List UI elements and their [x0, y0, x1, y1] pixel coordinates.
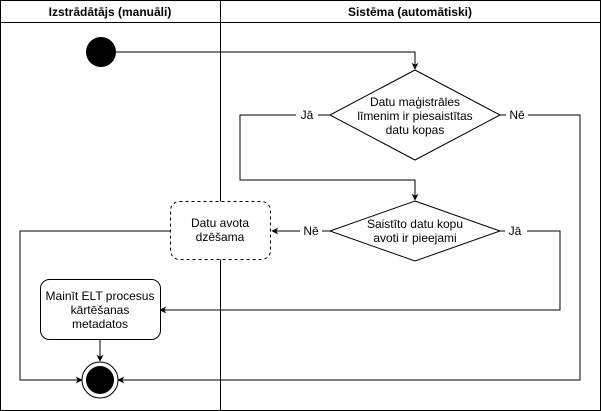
lane-title-developer: Izstrādātājs (manuāli): [49, 5, 172, 19]
edge-label-d2-no: Nē: [303, 224, 319, 238]
edge-decision2-yes: [159, 230, 561, 314]
delete-source-line1: Datu avota: [191, 216, 249, 230]
lane-title-system: Sistēma (automātiski): [348, 5, 472, 19]
edge-label-d1-yes: Jā: [301, 108, 314, 122]
edge-decision1-no: [117, 114, 581, 384]
decision-sources-available: [328, 200, 502, 262]
change-elt-line3: metadatos: [72, 317, 128, 331]
change-elt-line2: kārtēšanas: [71, 303, 130, 317]
edge-delete-to-end: [19, 230, 170, 384]
edges: [19, 51, 581, 384]
edge-label-d1-no: Nē: [509, 108, 525, 122]
decision-pipeline-datasets: [328, 69, 502, 161]
end-node: [81, 361, 119, 399]
change-elt-line1: Mainīt ELT procesus: [46, 289, 155, 303]
edge-decision1-yes: [239, 114, 419, 201]
action-change-elt: [40, 279, 161, 340]
edge-start-to-decision1: [116, 51, 419, 70]
decision1-line2: līmenim ir piesaistītas: [357, 109, 472, 123]
start-node: [86, 37, 116, 67]
decision2-line2: avoti ir pieejami: [373, 231, 456, 245]
decision1-line1: Datu maģistrāles: [370, 95, 460, 109]
edge-label-d2-yes: Jā: [509, 224, 522, 238]
action-delete-source: [170, 201, 271, 260]
decision1-line3: datu kopas: [386, 123, 445, 137]
decision2-line1: Saistīto datu kopu: [367, 217, 463, 231]
delete-source-line2: dzēšama: [196, 230, 245, 244]
